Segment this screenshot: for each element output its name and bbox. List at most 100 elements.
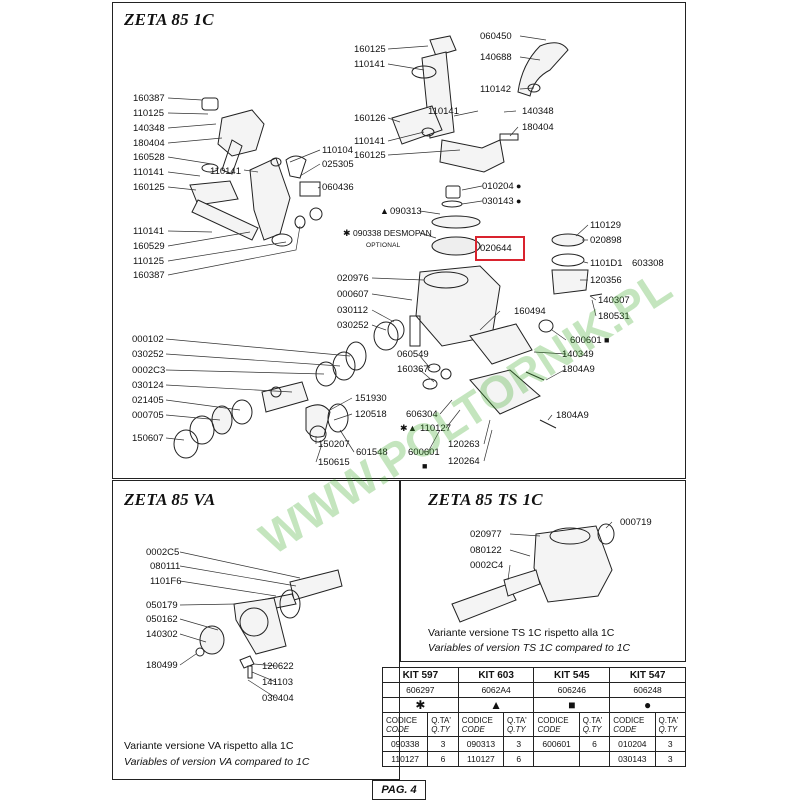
kit-cell: 090338 (381, 736, 429, 752)
kit-symbol-square: ■ (604, 335, 610, 345)
part-label: 140349 (562, 349, 594, 360)
part-label: 180404 (522, 122, 554, 133)
kit-symbol-asterisk: ✱ (400, 423, 408, 433)
part-label: 180499 (146, 660, 178, 671)
kit-symbol-square: ■ (422, 461, 428, 471)
part-label: 030112 (337, 305, 368, 316)
ts-variant-note-it: Variante versione TS 1C rispetto alla 1C (428, 627, 615, 639)
kit-symbol-triangle: ▲ (457, 697, 535, 713)
part-label: 150615 (318, 457, 350, 468)
part-label: 110141 (210, 166, 241, 177)
part-label: 140348 (133, 123, 165, 134)
part-label: 090338 DESMOPAN (353, 228, 432, 238)
part-label: 110129 (590, 220, 621, 231)
kit-code: 606297 (382, 682, 459, 698)
title-zeta85-va: ZETA 85 VA (124, 490, 216, 509)
leader-lines (165, 35, 613, 699)
part-label: 160387 (133, 93, 165, 104)
part-label: 140307 (598, 295, 630, 306)
part-label: 150207 (318, 439, 350, 450)
part-label: 0002C3 (132, 365, 166, 376)
part-label: 060450 (480, 31, 512, 42)
part-label: 090313 (390, 206, 422, 217)
part-label: 160125 (133, 182, 165, 193)
kit-symbol-triangle: ▲ (380, 206, 389, 216)
title-zeta85-ts: ZETA 85 TS 1C (428, 490, 543, 509)
part-label: 150607 (132, 433, 164, 444)
part-label: 020976 (337, 273, 369, 284)
part-label: 601548 (356, 447, 388, 458)
part-label: 120356 (590, 275, 622, 286)
part-label: 000719 (620, 517, 652, 528)
kit-cell (533, 751, 580, 767)
part-label: 1804A9 (556, 410, 589, 421)
part-label: 010204 (482, 181, 514, 192)
part-label: 0002C5 (146, 547, 180, 558)
part-label: 1101F6 (150, 576, 182, 587)
part-label: 110141 (133, 226, 164, 237)
kit-cell (578, 751, 611, 767)
part-label: 050162 (146, 614, 178, 625)
kit-code: 606246 (533, 682, 611, 698)
part-label: 120263 (448, 439, 480, 450)
manifold-center-drawing (391, 35, 569, 173)
part-label: 020898 (590, 235, 622, 246)
kit-header: KIT 603 (457, 667, 535, 683)
kit-symbol-triangle: ▲ (408, 423, 417, 433)
part-label: 030252 (337, 320, 369, 331)
part-label: 120622 (262, 661, 294, 672)
part-label: 120518 (355, 409, 387, 420)
part-label: 120264 (448, 456, 480, 467)
kit-header: KIT 597 (382, 667, 459, 683)
part-label: 000102 (132, 334, 164, 345)
kit-cell: 6 (578, 736, 611, 752)
part-label: 030124 (132, 380, 164, 391)
col-qty-header: Q.TA'Q.TY (503, 712, 535, 737)
manifold-left-drawing (189, 97, 323, 247)
kit-cell: 3 (654, 736, 686, 752)
part-label: 180404 (133, 138, 165, 149)
kit-cell: 600601 (533, 736, 580, 752)
part-label-highlighted: 020644 (480, 243, 512, 254)
kit-header: KIT 545 (533, 667, 611, 683)
pump-body-drawing (373, 185, 603, 429)
va-variant-note-it: Variante versione VA rispetto alla 1C (124, 740, 294, 752)
part-label: 110125 (133, 256, 164, 267)
part-label: 1101D1 (590, 258, 623, 269)
col-qty-header: Q.TA'Q.TY (654, 712, 686, 737)
highlight-part-020644 (475, 236, 525, 261)
frame-zeta85-va (112, 480, 400, 780)
kit-cell: 090313 (457, 736, 505, 752)
part-label: 110141 (354, 136, 385, 147)
part-label: 160126 (354, 113, 386, 124)
part-label: 060436 (322, 182, 354, 193)
part-label: 000705 (132, 410, 164, 421)
kit-cell: 6 (503, 751, 535, 767)
kit-symbol-circle: ● (516, 196, 522, 206)
va-variant-drawing (195, 569, 343, 679)
part-label: 140348 (522, 106, 554, 117)
kit-cell: 3 (654, 751, 686, 767)
part-label: 160528 (133, 152, 165, 163)
part-label: 0002C4 (470, 560, 504, 571)
part-label: 080122 (470, 545, 502, 556)
part-label: 110141 (428, 106, 459, 117)
part-label: 110141 (354, 59, 385, 70)
kit-header: KIT 547 (609, 667, 686, 683)
part-label: 160494 (514, 306, 546, 317)
part-label: 030404 (262, 693, 294, 704)
part-label: 160387 (133, 270, 165, 281)
part-label: 110125 (133, 108, 164, 119)
ts-variant-drawing (451, 523, 615, 623)
optional-label: OPTIONAL (366, 242, 401, 249)
part-label: 025305 (322, 159, 354, 170)
part-label: 180531 (598, 311, 630, 322)
ts-variant-note-en: Variables of version TS 1C compared to 1… (428, 642, 631, 654)
kit-cell: 010204 (609, 736, 656, 752)
